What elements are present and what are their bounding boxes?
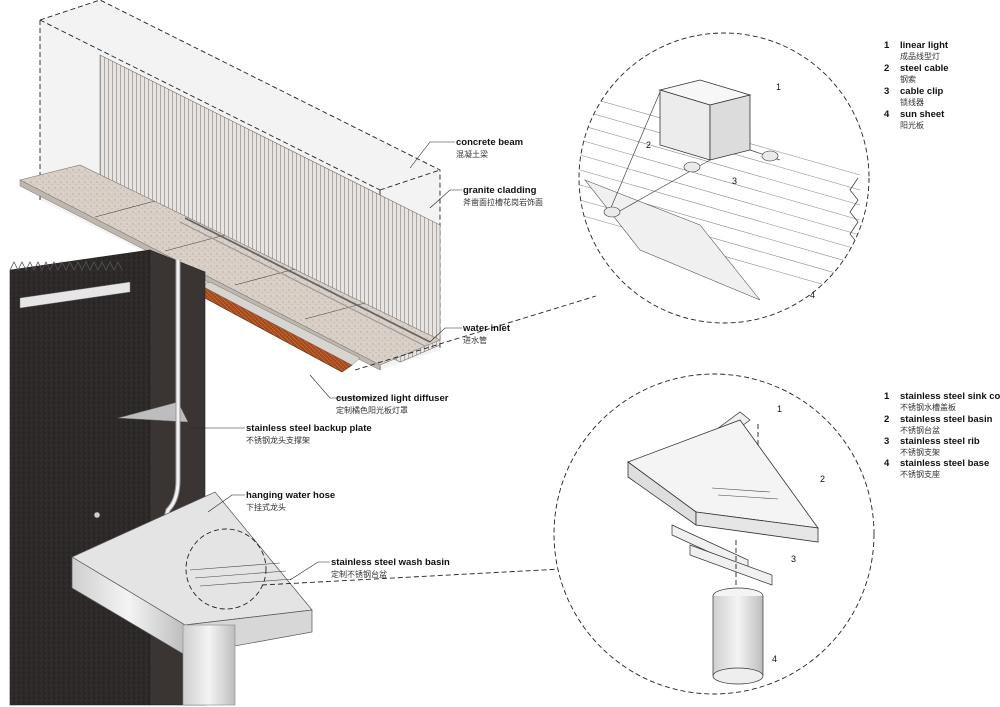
label-backup-plate-cn: 不锈钢龙头支撑架 bbox=[246, 435, 310, 445]
legend-top-3-num: 3 bbox=[884, 86, 889, 97]
detail-bottom-callout-3: 3 bbox=[791, 554, 796, 564]
detail-top-callout-3: 3 bbox=[732, 176, 737, 186]
label-backup-plate-en: stainless steel backup plate bbox=[246, 423, 372, 434]
detail-bottom-callout-4: 4 bbox=[772, 654, 777, 664]
label-concrete-beam-cn: 混凝土梁 bbox=[456, 149, 488, 159]
legend-top-4-en: sun sheet bbox=[900, 109, 945, 120]
legend-top-3-cn: 锁线器 bbox=[900, 97, 924, 107]
detail-top-legend: 1 linear light 成品线型灯 2 steel cable 钢索 3 … bbox=[884, 40, 949, 130]
detail-bottom-callout-2: 2 bbox=[820, 474, 825, 484]
detail-circle-basin: 1 2 3 4 bbox=[553, 373, 875, 695]
legend-bottom-2-en: stainless steel basin bbox=[900, 414, 993, 425]
label-concrete-beam-en: concrete beam bbox=[456, 137, 523, 148]
legend-top-4-cn: 阳光板 bbox=[900, 120, 924, 130]
legend-bottom-4-en: stainless steel base bbox=[900, 458, 989, 469]
label-wash-basin-cn: 定制不锈钢台盆 bbox=[331, 569, 387, 579]
legend-bottom-3-en: stainless steel rib bbox=[900, 436, 980, 447]
label-water-hose-en: hanging water hose bbox=[246, 490, 335, 501]
legend-bottom-4-cn: 不锈钢支座 bbox=[900, 469, 940, 479]
backup-plate bbox=[117, 401, 189, 423]
label-granite-cladding-cn: 斧凿面拉槽花岗岩饰面 bbox=[463, 197, 543, 207]
label-water-inlet-en: water inlet bbox=[462, 323, 511, 334]
legend-bottom-2-cn: 不锈钢台盆 bbox=[900, 425, 940, 435]
legend-top-1-num: 1 bbox=[884, 40, 890, 51]
legend-bottom-3-cn: 不锈钢支架 bbox=[900, 447, 940, 457]
water-hose bbox=[157, 260, 181, 541]
legend-top-1-en: linear light bbox=[900, 40, 949, 51]
legend-top-2-cn: 钢索 bbox=[900, 74, 916, 84]
legend-top-2-en: steel cable bbox=[900, 63, 949, 74]
main-labels: concrete beam 混凝土梁 granite cladding 斧凿面拉… bbox=[246, 137, 543, 579]
label-water-inlet-cn: 进水管 bbox=[463, 335, 487, 345]
legend-top-2-num: 2 bbox=[884, 63, 889, 74]
main-isometric-view bbox=[9, 0, 597, 706]
label-wash-basin-en: stainless steel wash basin bbox=[331, 557, 450, 568]
legend-bottom-3-num: 3 bbox=[884, 436, 889, 447]
detail-circle-light: 1 2 3 4 bbox=[578, 32, 870, 324]
detail-bottom-callout-1: 1 bbox=[777, 404, 782, 414]
label-light-diffuser-en: customized light diffuser bbox=[336, 393, 449, 404]
wash-basin bbox=[71, 491, 313, 706]
detail-bottom-legend: 1 stainless steel sink cover 不锈钢水槽盖板 2 s… bbox=[884, 391, 1000, 479]
label-water-hose-cn: 下挂式龙头 bbox=[246, 502, 286, 512]
detail-top-callout-2: 2 bbox=[646, 140, 651, 150]
legend-top-4-num: 4 bbox=[884, 109, 890, 120]
legend-bottom-1-cn: 不锈钢水槽盖板 bbox=[900, 402, 956, 412]
label-light-diffuser-cn: 定制橘色阳光板灯罩 bbox=[336, 405, 408, 415]
detail-top-callout-1: 1 bbox=[776, 82, 781, 92]
legend-bottom-1-en: stainless steel sink cover bbox=[900, 391, 1000, 402]
legend-bottom-4-num: 4 bbox=[884, 458, 890, 469]
legend-top-1-cn: 成品线型灯 bbox=[900, 51, 940, 61]
light-diffuser bbox=[189, 281, 361, 373]
label-granite-cladding-en: granite cladding bbox=[463, 185, 537, 196]
legend-bottom-2-num: 2 bbox=[884, 414, 889, 425]
legend-bottom-1-num: 1 bbox=[884, 391, 890, 402]
detail-top-callout-4: 4 bbox=[810, 290, 815, 300]
leader-lines bbox=[190, 141, 462, 581]
legend-top-3-en: cable clip bbox=[900, 86, 943, 97]
